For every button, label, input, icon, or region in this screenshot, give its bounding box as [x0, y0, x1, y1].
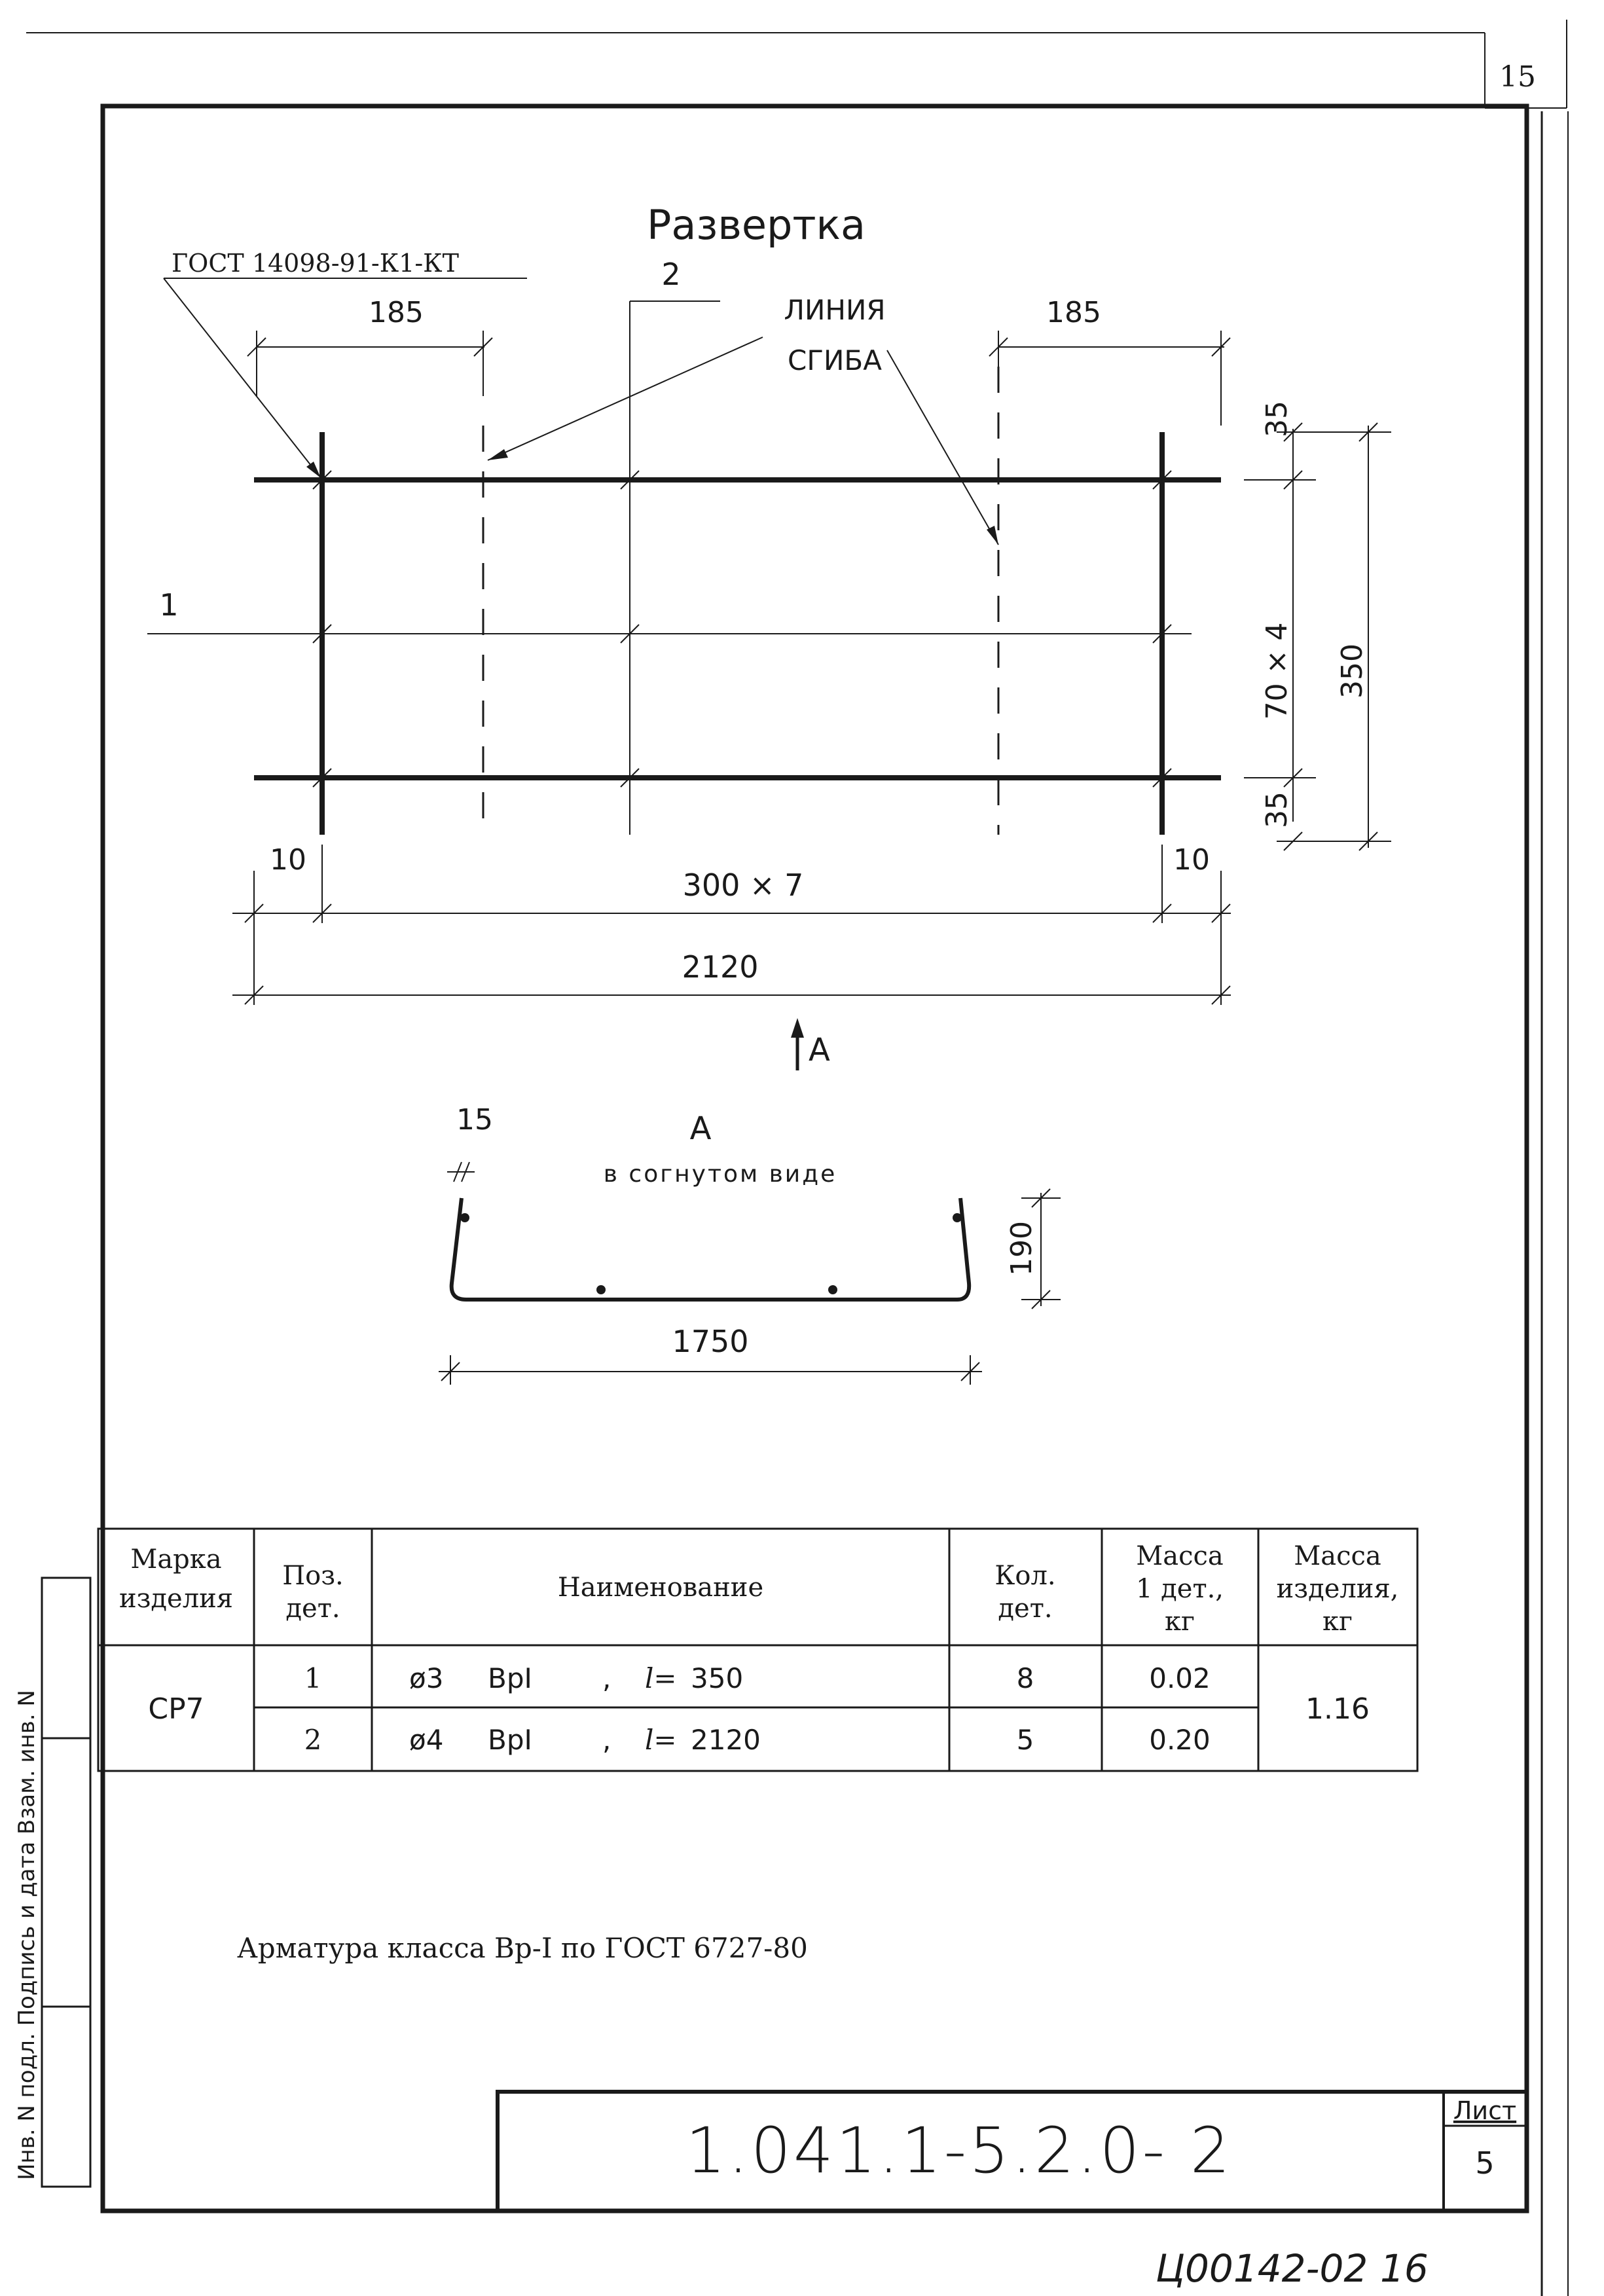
- view-arrow-label: A: [809, 1032, 830, 1068]
- dimension-185-left-text: 185: [369, 296, 424, 329]
- row-pos: 1: [304, 1662, 322, 1694]
- row-diameter: ø4: [409, 1724, 443, 1756]
- dimension-185-left: [247, 331, 493, 396]
- row-diameter: ø3: [409, 1662, 443, 1694]
- sheet-corner-number: 15: [1499, 60, 1536, 94]
- header-mass2-line3: кг: [1322, 1607, 1353, 1637]
- header-mass1-line2: 1 дет.,: [1136, 1574, 1224, 1604]
- row-qty: 5: [1017, 1724, 1034, 1756]
- dimension-35-top: 35: [1260, 401, 1294, 437]
- title-block: [496, 2090, 1529, 2213]
- header-mark-line2: изделия: [119, 1584, 233, 1614]
- sheet-number: 5: [1475, 2145, 1494, 2181]
- header-mass1-line3: кг: [1165, 1607, 1195, 1637]
- dimension-185-right: [989, 331, 1231, 426]
- table-row: 1 ø3 ВрI , l= 350 8 0.02: [304, 1662, 1211, 1694]
- dimension-185-right-text: 185: [1046, 296, 1101, 329]
- product-mark: СР7: [148, 1692, 204, 1726]
- row-qty: 8: [1017, 1662, 1034, 1694]
- row-comma: ,: [602, 1662, 611, 1694]
- dimension-15-marks: [447, 1161, 475, 1182]
- section-caption: в согнутом виде: [604, 1161, 837, 1188]
- header-name: Наименование: [558, 1573, 763, 1603]
- side-stamp: Инв. N подл. Подпись и дата Взам. инв. N: [14, 1576, 92, 2188]
- dimension-1750-marks: [439, 1355, 982, 1385]
- header-mass2-line1: Масса: [1294, 1541, 1381, 1571]
- dimension-350: 350: [1336, 644, 1369, 699]
- dimension-horizontal: [232, 845, 1231, 1005]
- bar-section-dot: [460, 1213, 469, 1222]
- bent-mesh-profile: [449, 1197, 972, 1302]
- row-mass: 0.02: [1149, 1662, 1211, 1694]
- dimension-300x7: 300 × 7: [683, 867, 804, 903]
- bend-line-label-1: ЛИНИЯ: [784, 294, 885, 326]
- position-1-callout: 1: [159, 587, 178, 623]
- total-mass: 1.16: [1305, 1692, 1370, 1726]
- dimension-190: 190: [1005, 1221, 1038, 1276]
- gost-callout-text: ГОСТ 14098-91-К1-КТ: [172, 249, 459, 278]
- table-row: 2 ø4 ВрI , l= 2120 5 0.20: [304, 1724, 1211, 1756]
- row-class: ВрI: [488, 1662, 532, 1694]
- row-mass: 0.20: [1149, 1724, 1211, 1756]
- row-length-prefix: l=: [645, 1724, 677, 1756]
- header-pos-line1: Поз.: [282, 1561, 344, 1591]
- section-label: A: [690, 1110, 712, 1147]
- row-length: 2120: [691, 1724, 761, 1756]
- note-text: Арматура класса Вр-I по ГОСТ 6727-80: [237, 1932, 808, 1964]
- side-stamp-label: Инв. N подл. Подпись и дата Взам. инв. N: [14, 1690, 40, 2180]
- dimension-1750: 1750: [672, 1324, 748, 1359]
- header-mass2-line2: изделия,: [1277, 1574, 1399, 1604]
- document-code: 1.041.1-5.2.0- 2: [685, 2114, 1233, 2187]
- row-length-prefix: l=: [645, 1662, 677, 1694]
- dimension-vertical: [1244, 422, 1391, 851]
- bar-section-dot: [596, 1285, 606, 1294]
- bar-section-dot: [953, 1213, 962, 1222]
- header-mass1-line1: Масса: [1136, 1541, 1223, 1571]
- header-mark-line1: Марка: [130, 1544, 221, 1575]
- mesh-development: [147, 301, 1221, 835]
- sheet-label: Лист: [1453, 2096, 1516, 2125]
- dimension-10-left: 10: [270, 843, 306, 877]
- bend-line-callout: [487, 337, 999, 545]
- row-pos: 2: [304, 1724, 322, 1756]
- drawing-title: Развертка: [647, 201, 866, 249]
- specification-table: [97, 1527, 1419, 1772]
- archive-sheet: 16: [1380, 2246, 1429, 2291]
- dimension-2120: 2120: [682, 949, 758, 985]
- dimension-70x4: 70 × 4: [1260, 623, 1294, 720]
- bar-section-dot: [828, 1285, 837, 1294]
- header-pos-line2: дет.: [285, 1594, 340, 1624]
- view-arrow: [791, 1018, 804, 1070]
- bend-line-label-2: СГИБА: [788, 344, 882, 376]
- dimension-190-marks: [1021, 1188, 1061, 1309]
- archive-number: Ц00142-02: [1156, 2246, 1368, 2291]
- row-class: ВрI: [488, 1724, 532, 1756]
- dimension-35-bottom: 35: [1260, 792, 1294, 828]
- header-qty-line2: дет.: [998, 1594, 1052, 1624]
- position-2-callout: 2: [661, 257, 680, 292]
- row-comma: ,: [602, 1724, 611, 1756]
- header-qty-line1: Кол.: [994, 1561, 1055, 1591]
- row-length: 350: [691, 1662, 743, 1694]
- dimension-10-right: 10: [1173, 843, 1210, 877]
- dimension-15: 15: [456, 1103, 493, 1137]
- gost-callout: [163, 278, 527, 479]
